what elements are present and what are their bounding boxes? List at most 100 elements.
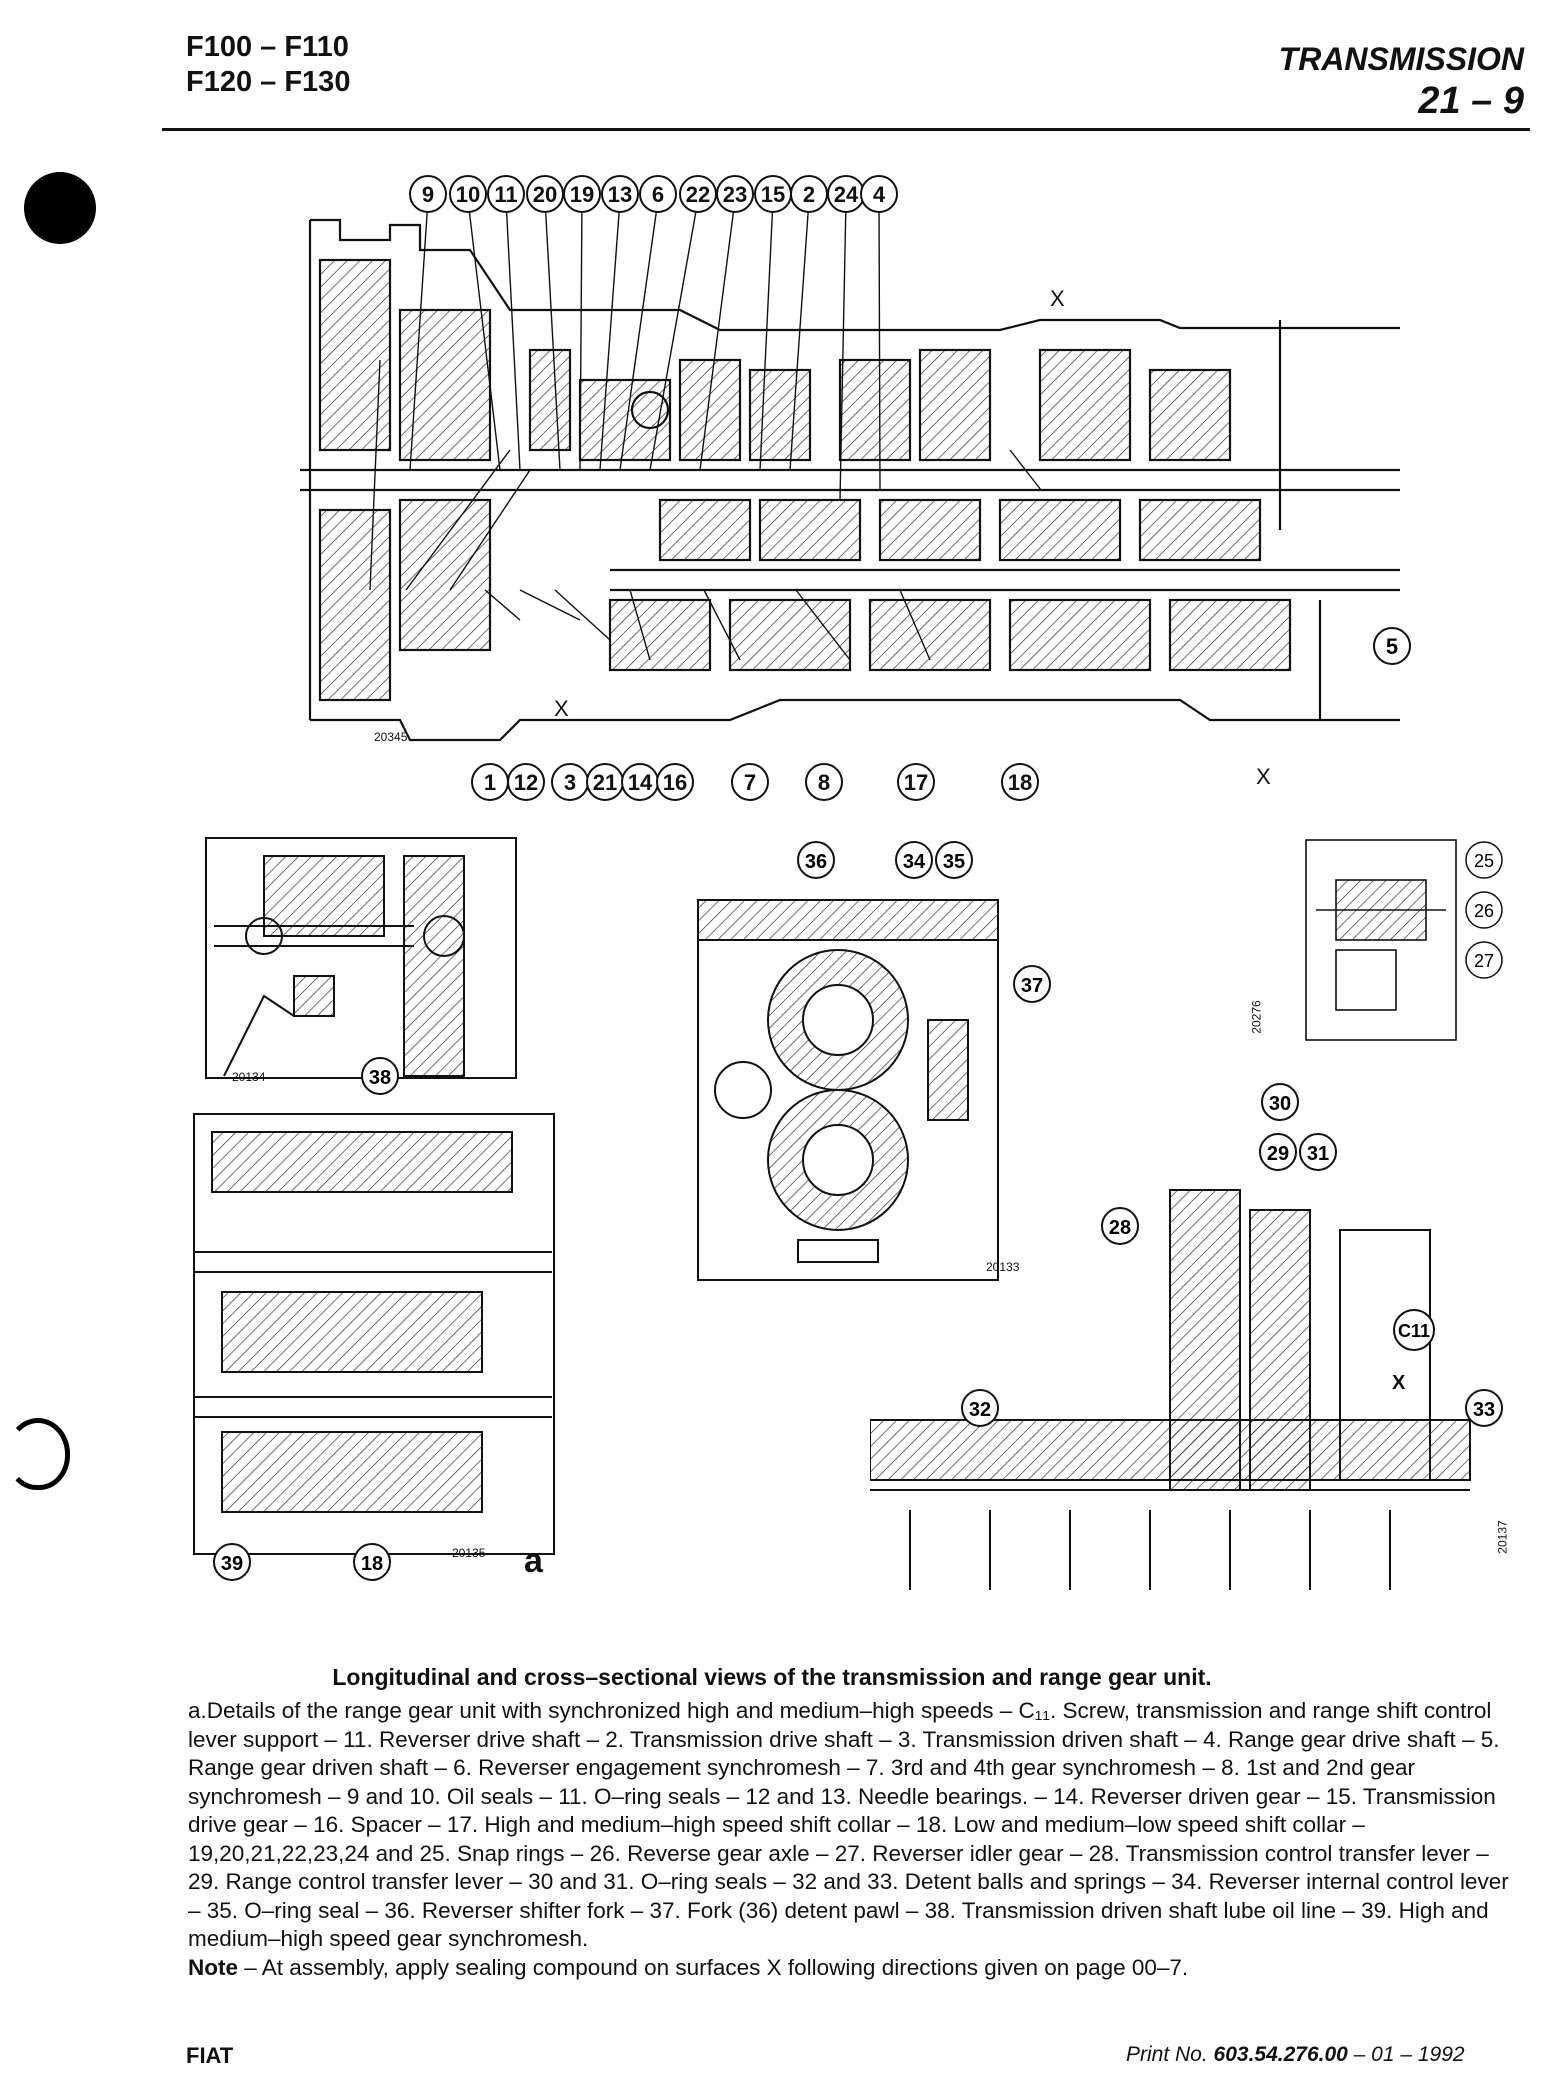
callout-26-label: 26 — [1474, 901, 1494, 921]
figure-number-20276: 20276 — [1249, 1000, 1264, 1034]
callout-27-label: 27 — [1474, 951, 1494, 971]
binder-hole-mark — [24, 172, 96, 244]
callout-29-31: 29 31 — [1256, 1130, 1346, 1179]
callout-30: 30 — [1258, 1080, 1302, 1129]
callout-25-label: 25 — [1474, 851, 1494, 871]
callout-32: 32 — [958, 1386, 1002, 1435]
callout-bottom-10: 18 — [1008, 770, 1032, 795]
figure-number-20133: 20133 — [986, 1260, 1020, 1274]
transmission-longitudinal-section — [300, 200, 1400, 742]
section-mark-x2: X — [554, 696, 569, 721]
callout-28-circle: 28 — [1101, 1207, 1139, 1245]
callout-39-label: 39 — [221, 1553, 243, 1575]
callout-33-label: 33 — [1473, 1399, 1495, 1421]
print-no: 603.54.276.00 — [1213, 2043, 1348, 2066]
callout-18-detail: 18 — [350, 1540, 394, 1589]
callout-top-4: 20 — [533, 182, 557, 207]
callout-39-circle: 39 — [213, 1543, 251, 1581]
callout-row-top: 9 10 11 20 19 13 6 22 23 15 2 24 4 — [400, 172, 1220, 216]
callout-bottom-7: 7 — [744, 770, 756, 795]
header-rule — [162, 128, 1530, 131]
callouts-20276-col: 25 26 27 — [1465, 841, 1503, 979]
callout-top-1: 9 — [422, 182, 434, 207]
callout-31-label: 31 — [1307, 1143, 1329, 1165]
callout-top-6: 13 — [608, 182, 632, 207]
callouts-20133: 36 34 35 — [794, 838, 994, 887]
section-header: TRANSMISSION 21 – 9 — [1279, 40, 1524, 124]
callout-30-circle: 30 — [1261, 1083, 1299, 1121]
callout-38-label: 38 — [369, 1067, 391, 1089]
callout-top-7: 6 — [652, 182, 664, 207]
section-mark-x4: X — [1392, 1372, 1406, 1394]
callout-36-label: 36 — [805, 851, 827, 873]
view-20135-range-detail — [193, 1113, 555, 1555]
callout-top-12: 24 — [834, 182, 859, 207]
callout-38-circle: 38 — [361, 1057, 399, 1095]
figure-number-20137: 20137 — [1495, 1520, 1510, 1554]
callout-29-31-circles: 29 31 — [1259, 1133, 1337, 1171]
callout-c11: C11 — [1390, 1306, 1438, 1359]
callout-bottom-2: 12 — [514, 770, 538, 795]
callout-top-10: 15 — [761, 182, 785, 207]
figure-caption-title: Longitudinal and cross–sectional views o… — [332, 1664, 1212, 1690]
callouts-20276: 25 26 27 — [1456, 838, 1516, 993]
callout-bottom-8: 8 — [818, 770, 830, 795]
callout-35-label: 35 — [943, 851, 965, 873]
model-list: F100 – F110 F120 – F130 — [186, 30, 350, 100]
figure-number-20134: 20134 — [232, 1070, 266, 1084]
callout-39: 39 — [210, 1540, 254, 1589]
callout-top-8: 22 — [686, 182, 710, 207]
callout-c11-circle: C11 — [1393, 1309, 1435, 1351]
footer-brand: FIAT — [186, 2043, 234, 2068]
callout-37-label: 37 — [1021, 975, 1043, 997]
legend-text: a.Details of the range gear unit with sy… — [188, 1698, 1509, 1951]
page-number: 21 – 9 — [1418, 80, 1524, 122]
callout-32-circle: 32 — [961, 1389, 999, 1427]
callout-32-label: 32 — [969, 1399, 991, 1421]
view-20133-reverser-section — [697, 899, 999, 1281]
callout-28: 28 — [1098, 1204, 1142, 1253]
callout-38: 38 — [358, 1054, 402, 1103]
callout-top-13: 4 — [873, 182, 886, 207]
callout-top-2: 10 — [456, 182, 480, 207]
models-line-1: F100 – F110 — [186, 31, 349, 63]
print-prefix: Print No. — [1126, 2043, 1214, 2066]
callout-top-3: 11 — [494, 182, 517, 207]
callout-c11-label: C11 — [1398, 1321, 1430, 1341]
note-label: Note — [188, 1954, 238, 1980]
binder-hole-outline — [6, 1418, 70, 1490]
view-20276-reverse-axle — [1305, 839, 1457, 1041]
view-20134-oil-line — [205, 837, 517, 1079]
callout-28-label: 28 — [1109, 1217, 1131, 1239]
assembly-note: Note – At assembly, apply sealing compou… — [188, 1954, 1526, 1983]
callout-33-circle: 33 — [1465, 1389, 1503, 1427]
callout-37: 37 — [1010, 962, 1054, 1011]
footer-print-number: Print No. 603.54.276.00 – 01 – 1992 — [1126, 2043, 1465, 2067]
callout-side: 5 — [1370, 624, 1414, 673]
callout-18-label: 18 — [361, 1553, 383, 1575]
callout-bottom-5: 14 — [628, 770, 653, 795]
callout-circles-bottom: 1 12 3 21 14 16 7 8 17 18 — [471, 763, 1039, 801]
callout-37-circle: 37 — [1013, 965, 1051, 1003]
section-title: TRANSMISSION — [1278, 41, 1524, 77]
figure-number-20135: 20135 — [452, 1546, 486, 1560]
callout-bottom-4: 21 — [593, 770, 617, 795]
section-mark-x3: X — [1256, 764, 1271, 789]
callout-33: 33 — [1462, 1386, 1506, 1435]
callout-30-label: 30 — [1269, 1093, 1291, 1115]
callout-top-9: 23 — [723, 182, 747, 207]
detail-letter-a: a — [524, 1542, 543, 1580]
callout-bottom-6: 16 — [663, 770, 687, 795]
figure-number-20345: 20345 — [374, 730, 408, 744]
callout-29-label: 29 — [1267, 1143, 1289, 1165]
callout-row-bottom: 1 12 3 21 14 16 7 8 17 18 — [460, 760, 1220, 804]
callout-top-5: 19 — [570, 182, 594, 207]
callout-34-label: 34 — [903, 851, 926, 873]
callout-top-11: 2 — [803, 182, 815, 207]
note-text: – At assembly, apply sealing compound on… — [238, 1954, 1189, 1980]
callout-side-label: 5 — [1386, 634, 1398, 659]
view-20137-shift-levers — [870, 1189, 1471, 1590]
print-suffix: – 01 – 1992 — [1347, 2043, 1465, 2066]
section-mark-x1: X — [1050, 286, 1065, 311]
models-line-2: F120 – F130 — [186, 66, 351, 98]
